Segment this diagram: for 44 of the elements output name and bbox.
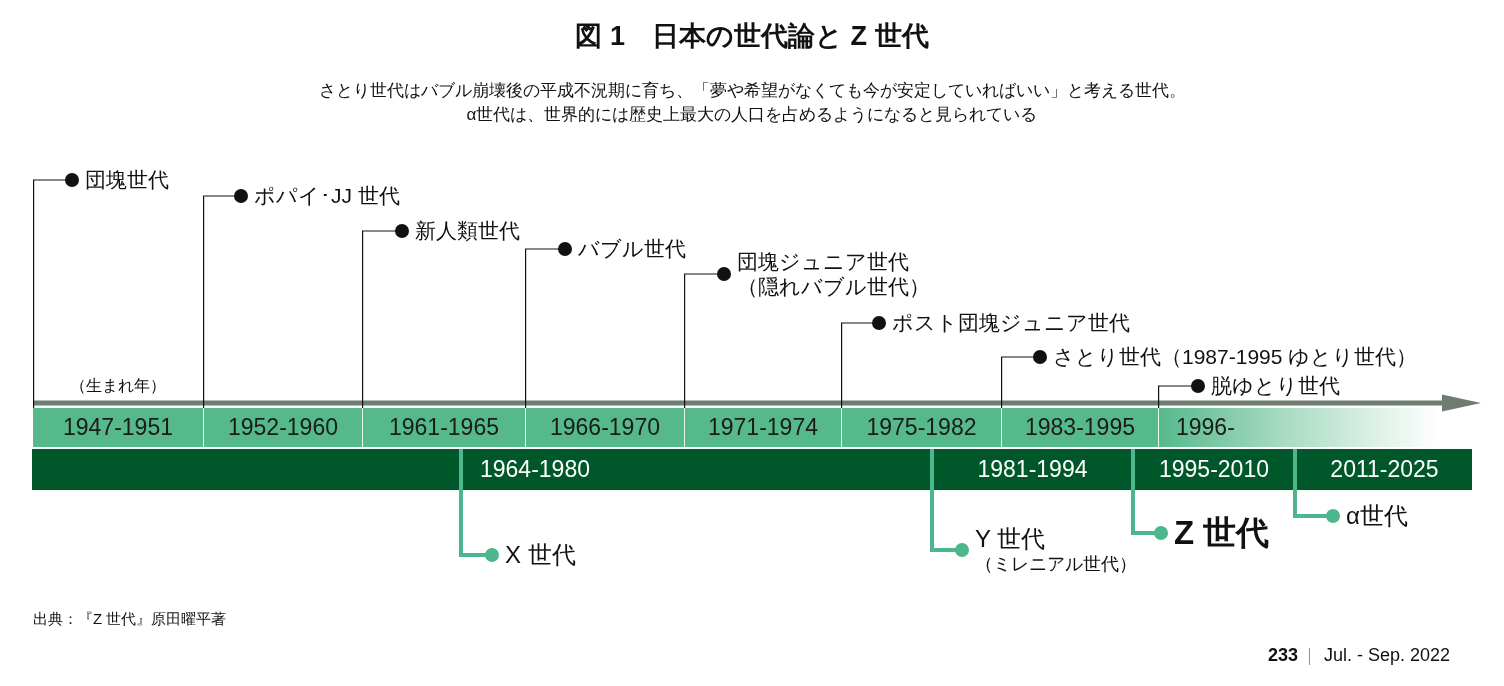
leader-line	[362, 224, 409, 409]
leader-line	[33, 173, 79, 409]
leader-line	[1131, 490, 1168, 540]
leader-line	[684, 267, 731, 409]
generation-label: α世代	[1346, 501, 1408, 531]
birth-year-segment: 1966-1970	[525, 408, 684, 447]
leader-line	[203, 189, 248, 409]
generation-label: ポスト団塊ジュニア世代	[892, 310, 1130, 336]
leader-line	[1293, 490, 1340, 523]
leader-line	[841, 316, 886, 409]
generation-label: さとり世代（1987-1995 ゆとり世代）	[1053, 344, 1418, 370]
generation-label: Y 世代	[975, 524, 1047, 554]
birth-year-segment: 1983-1995	[1001, 408, 1158, 447]
issue-date: Jul. - Sep. 2022	[1323, 645, 1450, 667]
alias-label: （ミレニアル世代）	[975, 553, 1137, 576]
generation-label: ポパイ･JJ 世代	[254, 183, 400, 209]
generation-period-segment: 2011-2025	[1293, 449, 1472, 490]
issue-number: 233	[1267, 645, 1298, 667]
leader-line	[1001, 350, 1047, 409]
birth-year-segment: 1971-1974	[684, 408, 841, 447]
generation-label: 団塊世代	[85, 167, 169, 193]
leader-line	[930, 490, 969, 557]
generation-label: 団塊ジュニア世代	[737, 248, 910, 274]
leader-line	[459, 490, 499, 562]
leader-line	[1158, 379, 1205, 409]
birth-year-segment: 1961-1965	[362, 408, 525, 447]
subtitle-text: さとり世代はバブル崩壊後の平成不況期に育ち、「夢や希望がなくても今が安定していればいい」と考える世代。	[318, 81, 1186, 102]
generation-period-segment: 1981-1994	[930, 449, 1131, 490]
generation-label: Z 世代	[1174, 513, 1270, 553]
birth-year-segment: 1947-1951	[33, 408, 203, 447]
birth-year-segment: 1952-1960	[203, 408, 362, 447]
source-note: 出典：『Z 世代』原田曜平著	[33, 610, 227, 628]
generation-period-segment: 1995-2010	[1131, 449, 1293, 490]
subtitle-text: α世代は、世界的には歴史上最大の人口を占めるようになると見られている	[466, 105, 1038, 126]
generation-label: 新人類世代	[415, 218, 520, 244]
axis-caption: （生まれ年）	[70, 376, 166, 396]
generation-label: X 世代	[505, 540, 576, 570]
diagram-title: 図 1 日本の世代論と Z 世代	[575, 20, 929, 53]
birth-year-segment: 1975-1982	[841, 408, 1001, 447]
generation-period-segment: 1964-1980	[459, 449, 930, 490]
generation-label: バブル世代	[578, 236, 686, 262]
alias-label: （隠れバブル世代）	[737, 274, 930, 300]
generation-label: 脱ゆとり世代	[1211, 373, 1340, 399]
leader-line	[525, 242, 572, 409]
